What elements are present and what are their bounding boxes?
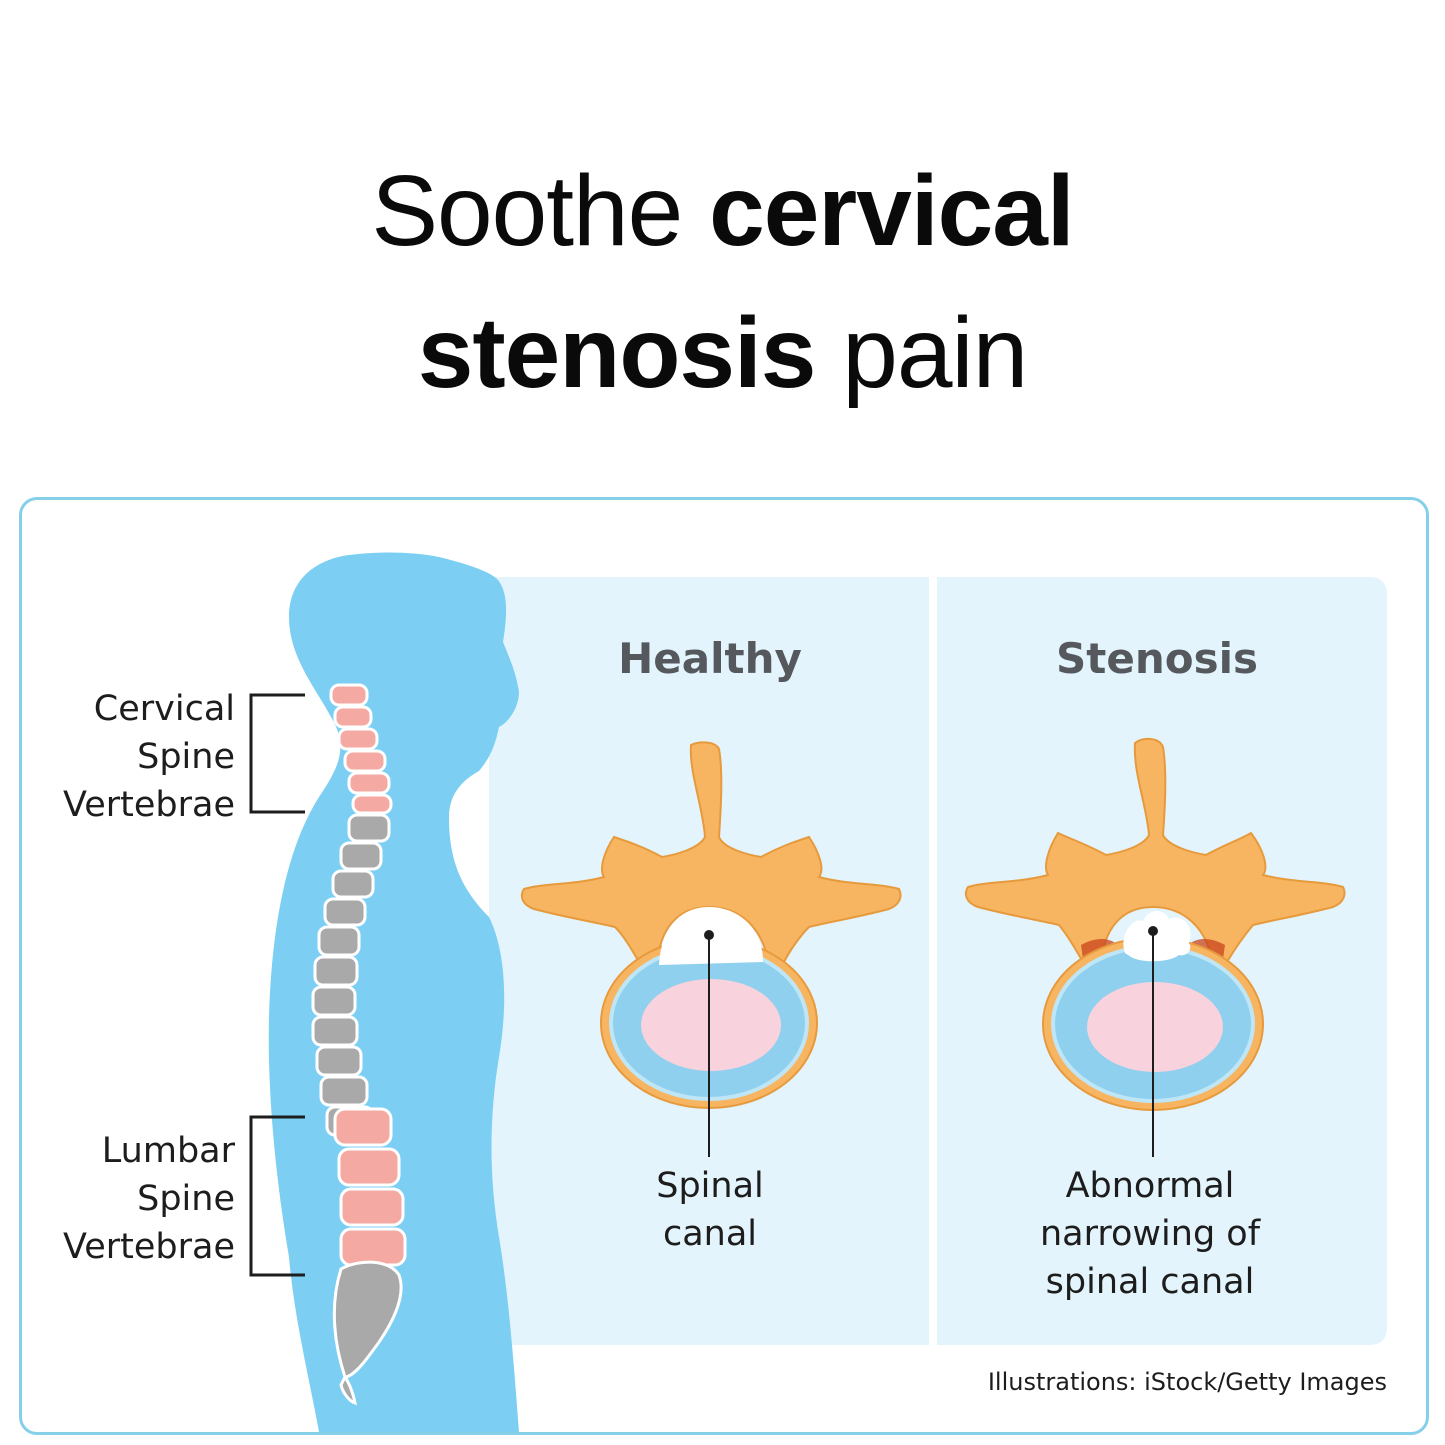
lumbar-vertebra	[339, 1187, 405, 1227]
thoracic-vertebra	[339, 841, 383, 871]
healthy-caption-line: canal	[662, 1214, 758, 1254]
cervical-label-line: Spine	[137, 737, 235, 777]
stenosis-caption-line: narrowing of	[1039, 1214, 1261, 1254]
headline-stenosis: stenosis	[417, 297, 817, 409]
cervical-vertebra	[337, 727, 379, 751]
headline-cervical: cervical	[709, 155, 1075, 267]
healthy-nucleus	[641, 979, 781, 1071]
healthy-panel-title: Healthy	[618, 634, 802, 683]
thoracic-vertebra	[311, 985, 357, 1017]
stenosis-nucleus	[1087, 982, 1223, 1072]
thoracic-vertebra	[317, 925, 361, 957]
lumbar-vertebra	[337, 1147, 401, 1187]
thoracic-vertebra	[323, 897, 367, 927]
thoracic-vertebra	[347, 813, 391, 843]
spine-stenosis-illustration	[249, 552, 1387, 1432]
cervical-spine-label: Cervical Spine Vertebrae	[40, 685, 235, 829]
healthy-caption: Spinal canal	[560, 1162, 860, 1258]
lumbar-bracket	[249, 1115, 305, 1277]
lumbar-label-line: Vertebrae	[63, 1227, 235, 1267]
headline-soothe: Soothe	[371, 155, 710, 267]
stenosis-caption: Abnormal narrowing of spinal canal	[985, 1162, 1315, 1306]
cervical-bracket	[249, 693, 305, 814]
cervical-label-line: Vertebrae	[63, 785, 235, 825]
headline-line-2: stenosis pain	[0, 282, 1445, 424]
body-silhouette	[268, 552, 519, 1432]
coccyx	[339, 1374, 357, 1406]
stenosis-narrowed-canal	[1123, 911, 1191, 962]
lumbar-vertebra	[339, 1227, 407, 1267]
stenosis-vertebra	[964, 737, 1346, 1157]
stenosis-panel-title: Stenosis	[1056, 634, 1258, 683]
stenosis-caption-line: Abnormal	[1065, 1166, 1235, 1206]
cervical-vertebra	[347, 771, 391, 795]
image-credit: Illustrations: iStock/Getty Images	[987, 1368, 1387, 1396]
sacrum	[332, 1260, 403, 1379]
cervical-vertebra	[329, 683, 369, 707]
headline-pain: pain	[815, 297, 1028, 409]
healthy-vertebra	[520, 741, 902, 1157]
lumbar-spine-label: Lumbar Spine Vertebrae	[40, 1127, 235, 1271]
thoracic-vertebra	[315, 1045, 363, 1077]
thoracic-vertebra	[319, 1075, 369, 1107]
spine	[311, 683, 407, 1406]
stenosis-vertebra-arch	[964, 737, 1346, 969]
cervical-vertebra	[351, 793, 393, 815]
healthy-vertebra-arch	[520, 741, 902, 969]
cervical-vertebra	[343, 749, 387, 773]
cervical-label-line: Cervical	[93, 689, 235, 729]
lumbar-vertebra	[333, 1107, 393, 1147]
thoracic-vertebra	[311, 1015, 359, 1047]
thoracic-vertebra	[331, 869, 375, 899]
lumbar-label-line: Lumbar	[101, 1131, 235, 1171]
healthy-caption-line: Spinal	[656, 1166, 764, 1206]
headline-line-1: Soothe cervical	[0, 140, 1445, 282]
stenosis-caption-line: spinal canal	[1045, 1262, 1255, 1302]
cervical-vertebra	[333, 705, 373, 729]
page-headline: Soothe cervical stenosis pain	[0, 140, 1445, 424]
thoracic-vertebra	[313, 955, 359, 987]
lumbar-label-line: Spine	[137, 1179, 235, 1219]
